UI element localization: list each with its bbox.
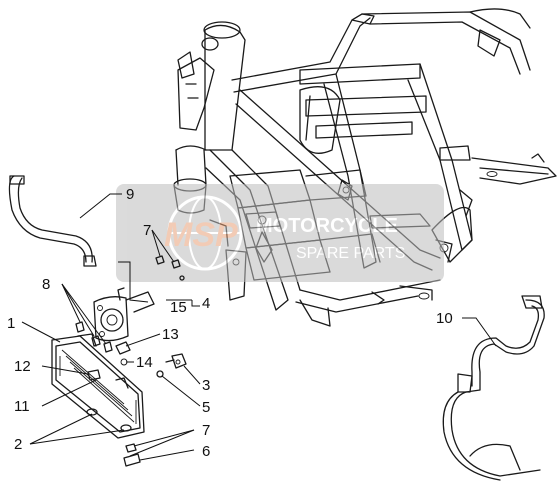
callout-7-upper: 7 bbox=[143, 222, 151, 239]
callout-1: 1 bbox=[7, 315, 15, 332]
callout-labels: 9 7 8 15 4 1 13 12 14 3 11 5 7 2 6 10 bbox=[7, 186, 453, 460]
callout-10: 10 bbox=[436, 310, 453, 327]
callout-15: 15 bbox=[170, 299, 187, 316]
callout-11: 11 bbox=[14, 398, 30, 415]
leader-lines bbox=[21, 193, 497, 461]
watermark-line-1: MOTORCYCLE bbox=[256, 215, 398, 237]
bolts-part-8 bbox=[75, 321, 113, 353]
screws-part-7-upper bbox=[155, 255, 181, 269]
screws-part-7-lower bbox=[123, 443, 141, 467]
callout-8: 8 bbox=[42, 276, 50, 293]
watermark-line-2: SPARE PARTS bbox=[296, 245, 405, 262]
nut-part-5 bbox=[156, 370, 164, 378]
callout-13: 13 bbox=[162, 326, 179, 343]
callout-4: 4 bbox=[202, 295, 210, 312]
hose-part-9 bbox=[8, 175, 97, 267]
callout-12: 12 bbox=[14, 358, 31, 375]
callout-9: 9 bbox=[126, 186, 134, 203]
callout-6: 6 bbox=[202, 443, 210, 460]
part-12-fitting bbox=[87, 369, 101, 381]
radiator-part-1 bbox=[51, 333, 145, 439]
grommets-part-2 bbox=[86, 408, 132, 432]
pump-housing-part-4 bbox=[93, 287, 155, 342]
callout-2: 2 bbox=[14, 436, 22, 453]
callout-7-lower: 7 bbox=[202, 422, 210, 439]
valve-part-3 bbox=[165, 353, 187, 369]
watermark-band bbox=[116, 184, 444, 282]
hose-part-10 bbox=[442, 295, 545, 481]
callout-14: 14 bbox=[136, 354, 153, 371]
part-15-plug bbox=[179, 275, 185, 281]
watermark-logo: MSP bbox=[164, 216, 238, 254]
watermark: MSP MOTORCYCLE SPARE PARTS bbox=[116, 184, 444, 282]
callout-3: 3 bbox=[202, 377, 210, 394]
callout-5: 5 bbox=[202, 399, 210, 416]
